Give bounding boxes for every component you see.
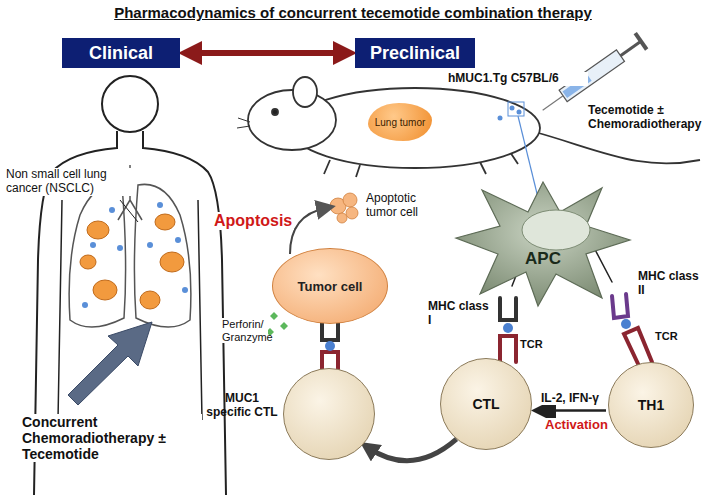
apc-cell: APC (452, 178, 634, 310)
tumor-cell: Tumor cell (272, 248, 388, 324)
illustration-part (517, 110, 522, 115)
illustration-part (90, 242, 96, 248)
leader-line (120, 200, 138, 222)
label-text: Activation (545, 418, 609, 433)
label-text: Apoptosis (214, 212, 294, 230)
t-cell: CTL (440, 358, 532, 450)
illustration-part (634, 32, 649, 51)
illustration-part (182, 287, 188, 293)
node-text: Preclinical (370, 43, 460, 64)
illustration-part (337, 213, 347, 223)
illustration-part (157, 202, 163, 208)
label-text: hMUC1.Tg C57BL/6 (448, 72, 588, 86)
therapy-arrow (68, 322, 152, 405)
mouse (237, 77, 700, 177)
illustration-part (69, 184, 125, 327)
illustration-part (147, 242, 153, 248)
illustration-part (503, 323, 513, 333)
illustration-part (498, 116, 503, 121)
illustration-part (535, 132, 700, 163)
header-box: Clinical (62, 38, 180, 68)
illustration-part (87, 221, 109, 239)
illustration-part (612, 294, 628, 318)
illustration-part (93, 280, 117, 300)
illustration-part (140, 291, 160, 309)
label-text: Non small cell lung cancer (NSCLC) (6, 168, 134, 196)
perforin-granzyme (266, 312, 288, 336)
illustration-part (343, 193, 357, 207)
node-text: Tumor cell (298, 279, 363, 294)
label-text: Tecemotide ± Chemoradiotherapy (588, 104, 700, 132)
tumor-blob: Lung tumor (368, 103, 432, 141)
illustration-part (175, 237, 181, 243)
apoptotic-cell (330, 193, 358, 223)
apc-shape (452, 178, 634, 310)
illustration-part (621, 319, 631, 329)
connector (368, 439, 456, 461)
label-text: Concurrent Chemoradiotherapy ± Tecemotid… (22, 414, 202, 462)
node-text: Lung tumor (375, 117, 426, 128)
node-text: MUC1 specific CTL (206, 391, 278, 419)
illustration-part (510, 106, 515, 111)
illustration-part (346, 207, 358, 219)
illustration-part (109, 207, 115, 213)
t-cell: TH1 (608, 362, 694, 448)
apoptosis-arrow (290, 208, 326, 254)
illustration-part (280, 322, 288, 330)
illustration-part (155, 214, 175, 230)
node-text: TH1 (638, 397, 664, 413)
illustration-part (134, 184, 190, 327)
header-box: Preclinical (355, 38, 475, 68)
connector (536, 409, 606, 412)
label-text: TCR (520, 338, 552, 351)
illustration-part (325, 341, 335, 351)
label-text: Perforin/ Granzyme (222, 318, 268, 343)
lung-tumors (80, 214, 184, 309)
label-text: MHC class II (638, 270, 700, 298)
illustration-part (322, 322, 338, 340)
title: Pharmacodynamics of concurrent tecemotid… (0, 4, 706, 21)
illustration-part (117, 245, 123, 251)
illustration-part (293, 77, 317, 107)
connector (190, 50, 345, 56)
illustration-part (237, 118, 250, 128)
edge-label: IL-2, IFN-γ (541, 391, 599, 405)
label-text: Apoptotic tumor cell (366, 192, 446, 220)
illustration-part (82, 302, 88, 308)
t-cell: MUC1 specific CTL (283, 368, 375, 460)
node-text: APC (525, 249, 561, 269)
node-text: CTL (472, 396, 499, 412)
injection-site (508, 102, 524, 116)
illustration-part (543, 96, 563, 110)
illustration-part (500, 298, 516, 320)
illustration-part (270, 312, 278, 320)
illustration-part (102, 76, 158, 132)
illustration-part (620, 41, 640, 55)
label-text: MHC class I (428, 300, 494, 328)
node-text: Clinical (89, 43, 153, 64)
label-text: TCR (655, 330, 687, 343)
illustration-part (80, 255, 96, 269)
illustration-part (272, 109, 278, 115)
illustration-part (500, 336, 516, 362)
illustration-part (248, 90, 336, 150)
mouse-dots (498, 106, 522, 121)
illustration-part (160, 252, 184, 272)
